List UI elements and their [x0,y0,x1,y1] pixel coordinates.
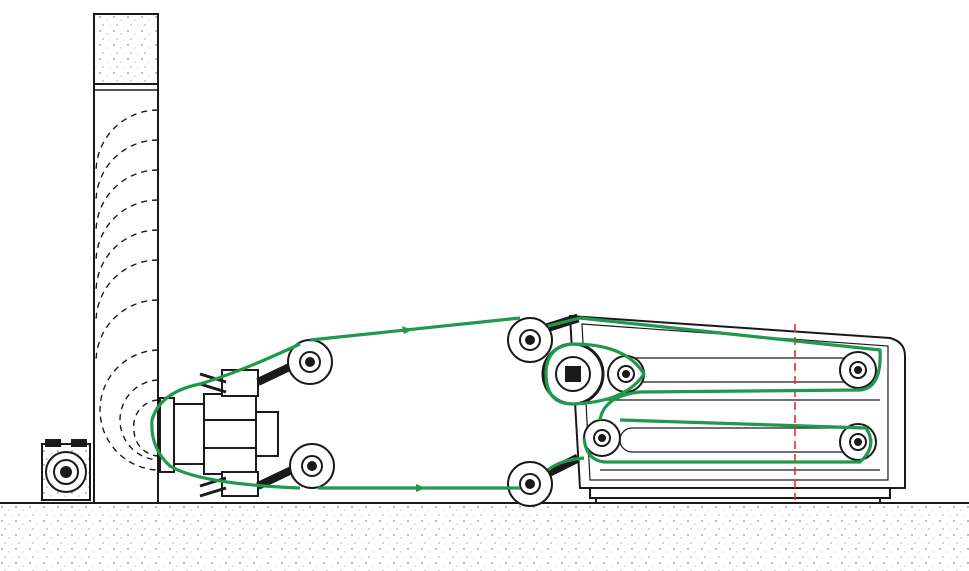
guide-pulley-assembly [159,339,335,498]
cut-progress-arcs [95,109,159,471]
wire-main-loop [544,342,646,406]
wire-direction-arrows [402,326,426,492]
diamond-wire-loop [150,316,882,490]
wire-cut-loop [150,342,301,490]
drive-motor-unit [41,439,91,501]
wire-lower-loop [582,418,873,464]
concrete-column [93,13,159,504]
wire-lower-return [546,456,585,472]
wire-arrow-lower [416,484,426,492]
wire-storage-machine [507,313,906,507]
wire-upper-return [547,316,882,421]
ground-fill [0,503,969,571]
wire-arrow-upper [402,326,412,334]
ground [0,502,969,571]
wire-upper-span [309,316,521,342]
column-top-block [93,13,159,85]
